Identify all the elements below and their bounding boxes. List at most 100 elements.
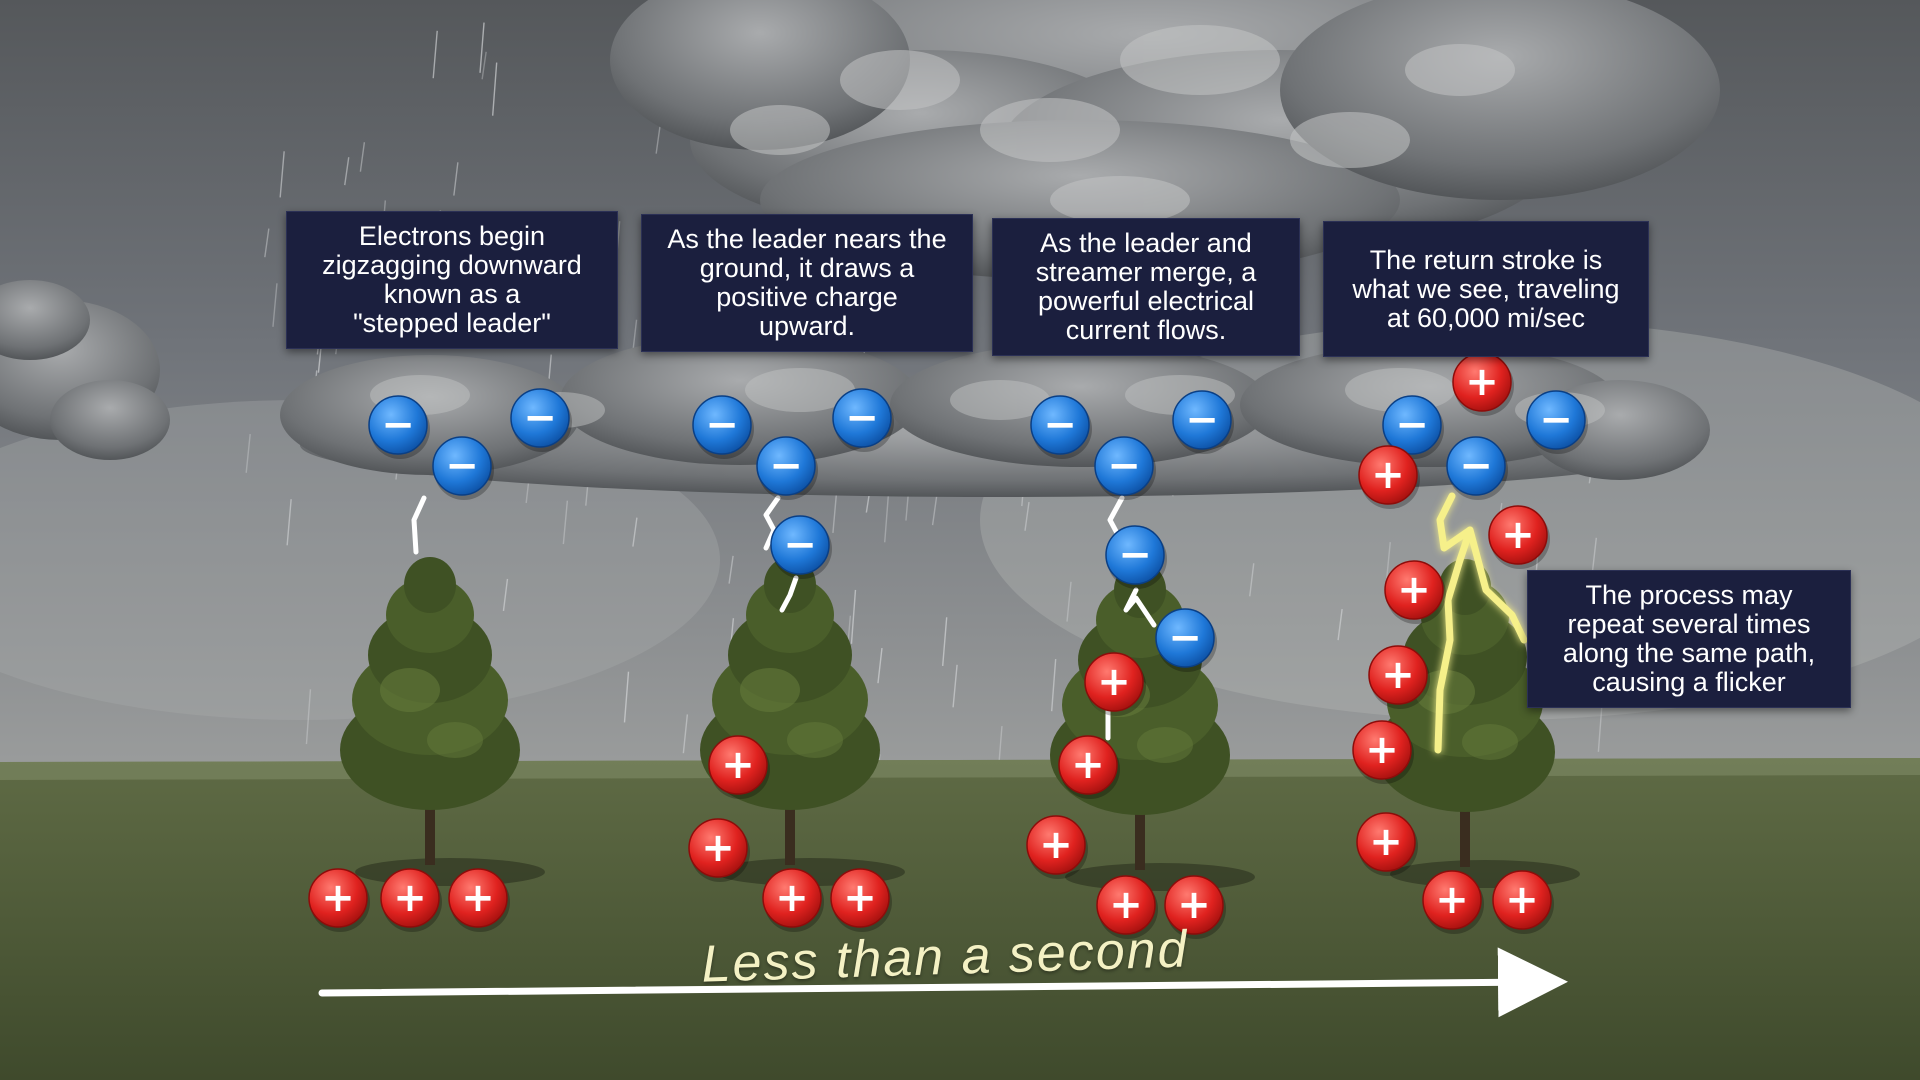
positive-charge-icon: + bbox=[1422, 870, 1484, 934]
negative-charge-icon: − bbox=[368, 395, 430, 459]
raindrop bbox=[850, 589, 857, 644]
positive-charge-icon: + bbox=[1358, 445, 1420, 509]
raindrop bbox=[305, 689, 312, 745]
positive-charge-icon: + bbox=[1026, 815, 1088, 879]
negative-charge-icon: − bbox=[1446, 436, 1508, 500]
svg-text:−: − bbox=[783, 522, 817, 568]
negative-charge-icon: − bbox=[1382, 395, 1444, 459]
negative-charge-icon: − bbox=[692, 395, 754, 459]
timeline-arrow bbox=[318, 947, 1568, 1018]
lightning-bolt bbox=[1434, 492, 1528, 754]
positive-charge-icon: + bbox=[1488, 505, 1550, 569]
raindrop bbox=[479, 22, 485, 73]
tree bbox=[340, 557, 545, 886]
small-cloud-left bbox=[0, 280, 170, 460]
negative-charge-icon: − bbox=[1094, 436, 1156, 500]
negative-charge-icon: − bbox=[432, 436, 494, 500]
svg-text:−: − bbox=[1539, 397, 1573, 443]
raindrop bbox=[481, 51, 487, 80]
tree bbox=[700, 557, 905, 886]
svg-text:+: + bbox=[321, 875, 355, 921]
raindrop bbox=[432, 30, 438, 79]
svg-text:+: + bbox=[1371, 452, 1405, 498]
raindrop bbox=[877, 647, 883, 684]
step-1-caption: Electrons begin zigzagging downward know… bbox=[286, 211, 618, 349]
negative-charge-icon: − bbox=[832, 388, 894, 452]
svg-text:+: + bbox=[1435, 877, 1469, 923]
raindrop bbox=[655, 124, 661, 154]
raindrop bbox=[1249, 563, 1255, 597]
raindrop bbox=[728, 555, 734, 584]
raindrop bbox=[359, 142, 366, 172]
svg-text:+: + bbox=[775, 875, 809, 921]
svg-text:−: − bbox=[705, 402, 739, 448]
raindrop bbox=[344, 157, 350, 186]
positive-charge-icon: + bbox=[1368, 645, 1430, 709]
positive-charge-icon: + bbox=[1096, 875, 1158, 939]
positive-charge-icon: + bbox=[1084, 652, 1146, 716]
svg-text:−: − bbox=[1185, 397, 1219, 443]
negative-charge-icon: − bbox=[1526, 390, 1588, 454]
negative-charge-icon: − bbox=[1172, 390, 1234, 454]
stepped-leader-2b bbox=[779, 575, 799, 613]
raindrop bbox=[931, 496, 938, 526]
raindrop bbox=[279, 151, 285, 198]
charges: −−−−−−−−−−−−−−−+++++++++++++++++++++ bbox=[308, 352, 1588, 939]
svg-text:−: − bbox=[845, 395, 879, 441]
positive-charge-icon: + bbox=[830, 868, 892, 932]
raindrop bbox=[502, 578, 509, 612]
svg-text:+: + bbox=[1505, 877, 1539, 923]
positive-charge-icon: + bbox=[308, 868, 370, 932]
positive-charge-icon: + bbox=[1356, 812, 1418, 876]
raindrop bbox=[245, 434, 251, 473]
positive-charge-icon: + bbox=[1352, 720, 1414, 784]
raindrop bbox=[1591, 537, 1598, 573]
positive-charge-icon: + bbox=[380, 868, 442, 932]
svg-text:+: + bbox=[1465, 359, 1499, 405]
positive-charge-icon: + bbox=[762, 868, 824, 932]
svg-text:+: + bbox=[1039, 822, 1073, 868]
tree bbox=[1375, 559, 1580, 888]
svg-text:+: + bbox=[721, 742, 755, 788]
svg-text:+: + bbox=[1397, 567, 1431, 613]
raindrop bbox=[941, 617, 948, 667]
raindrop bbox=[453, 162, 459, 196]
negative-charge-icon: − bbox=[1105, 525, 1167, 589]
step-2-caption: As the leader nears the ground, it draws… bbox=[641, 214, 973, 352]
raindrop bbox=[1066, 581, 1072, 622]
raindrop bbox=[1337, 608, 1343, 641]
raindrop bbox=[632, 517, 638, 547]
step-3-caption: As the leader and streamer merge, a powe… bbox=[992, 218, 1300, 356]
negative-charge-icon: − bbox=[1030, 395, 1092, 459]
svg-text:+: + bbox=[1177, 882, 1211, 928]
positive-charge-icon: + bbox=[708, 735, 770, 799]
svg-text:+: + bbox=[843, 875, 877, 921]
positive-charge-icon: + bbox=[1384, 560, 1446, 624]
svg-text:+: + bbox=[1369, 819, 1403, 865]
svg-text:+: + bbox=[701, 825, 735, 871]
svg-text:+: + bbox=[1501, 512, 1535, 558]
stepped-leader-2 bbox=[763, 495, 781, 551]
positive-charge-icon: + bbox=[1058, 735, 1120, 799]
svg-text:−: − bbox=[769, 443, 803, 489]
raindrop bbox=[286, 499, 292, 546]
raindrop bbox=[1024, 501, 1030, 531]
raindrop bbox=[562, 500, 569, 545]
storm-cloud-texture bbox=[730, 25, 1515, 224]
raindrop bbox=[272, 283, 278, 327]
svg-text:+: + bbox=[461, 875, 495, 921]
negative-charge-icon: − bbox=[756, 436, 818, 500]
svg-text:+: + bbox=[1365, 727, 1399, 773]
svg-text:−: − bbox=[381, 402, 415, 448]
positive-charge-icon: + bbox=[448, 868, 510, 932]
svg-text:+: + bbox=[1097, 659, 1131, 705]
svg-text:−: − bbox=[523, 395, 557, 441]
svg-text:+: + bbox=[1109, 882, 1143, 928]
raindrop bbox=[623, 671, 630, 723]
positive-charge-icon: + bbox=[1452, 352, 1514, 416]
raindrop bbox=[952, 664, 958, 708]
svg-text:−: − bbox=[445, 443, 479, 489]
svg-text:−: − bbox=[1107, 443, 1141, 489]
negative-charge-icon: − bbox=[1155, 608, 1217, 672]
step-4-caption: The return stroke is what we see, travel… bbox=[1323, 221, 1649, 357]
